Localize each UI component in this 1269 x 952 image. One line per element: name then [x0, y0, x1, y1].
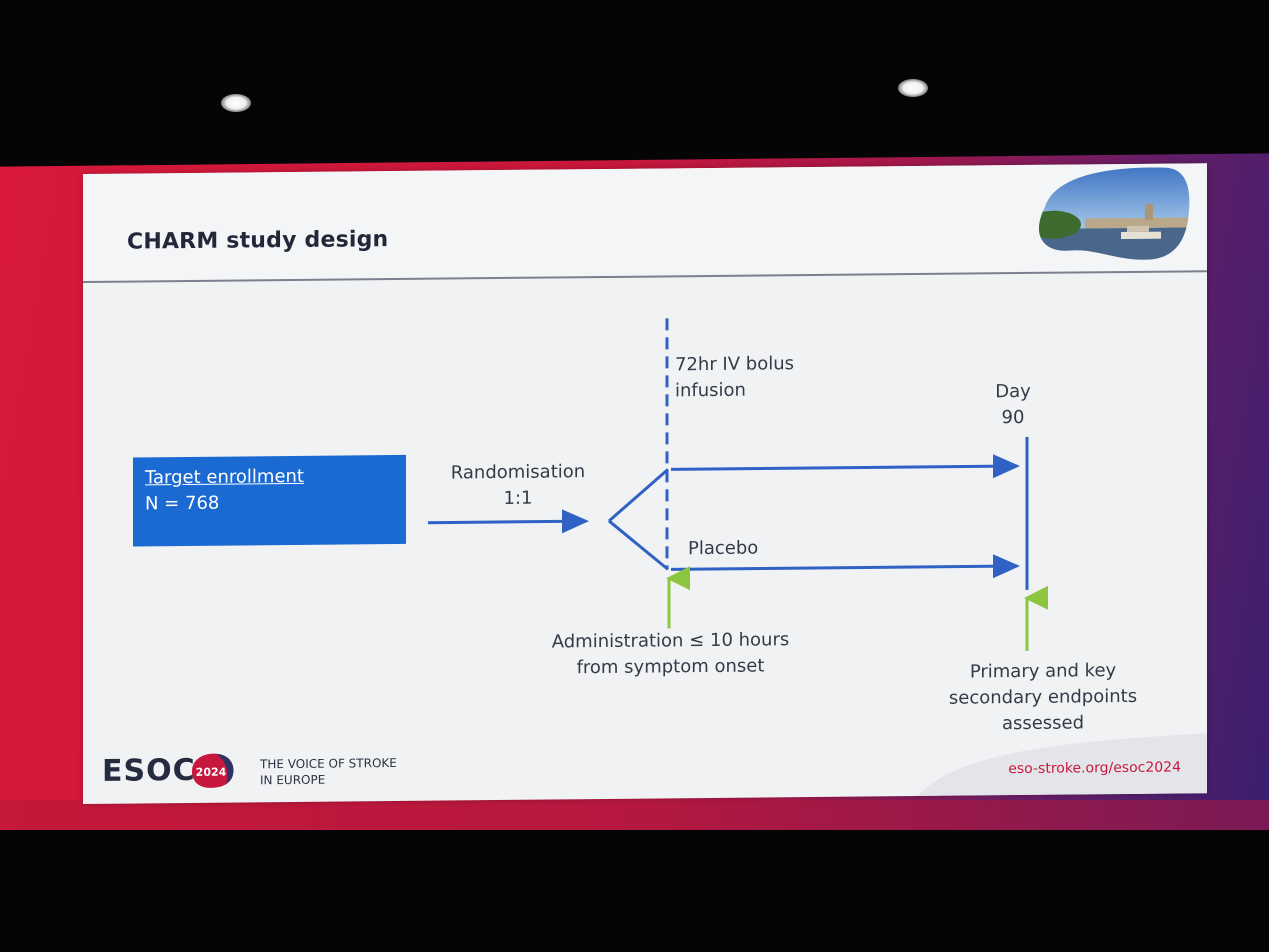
esoc-badge-year: 2024	[196, 766, 227, 779]
day-90-label: Day 90	[978, 379, 1048, 432]
placebo-label: Placebo	[688, 537, 759, 560]
day-90-label-line1: Day	[995, 380, 1031, 403]
infusion-label: 72hr IV bolus infusion	[675, 351, 794, 404]
target-enrollment-heading: Target enrollment	[145, 465, 304, 489]
treatment-arm-arrow	[671, 454, 1020, 479]
split-line-upper	[608, 468, 669, 523]
study-design-diagram	[428, 318, 1048, 651]
city-photo-image	[1039, 167, 1190, 261]
randomisation-label: Randomisation 1:1	[443, 459, 593, 512]
randomisation-label-line2: 1:1	[503, 487, 533, 509]
randomisation-arrow	[428, 509, 589, 534]
placebo-arm-arrow	[671, 554, 1020, 579]
endpoints-label-line1: Primary and key	[969, 660, 1117, 683]
infusion-label-line2: infusion	[675, 379, 746, 402]
projection-screen-band-bottom	[0, 800, 1269, 830]
administration-label-line1: Administration ≤ 10 hours	[551, 629, 790, 653]
endpoints-label-line2: secondary endpoints	[948, 685, 1138, 709]
presentation-slide: CHARM study design	[83, 163, 1207, 805]
slide-header: CHARM study design	[83, 163, 1207, 283]
day-90-label-line2: 90	[1001, 406, 1025, 429]
administration-label: Administration ≤ 10 hours from symptom o…	[523, 627, 818, 682]
footer-tagline: THE VOICE OF STROKE IN EUROPE	[260, 755, 397, 788]
randomisation-label-line1: Randomisation	[450, 461, 586, 484]
endpoints-label: Primary and key secondary endpoints asse…	[928, 658, 1158, 738]
footer-wave-decoration	[917, 733, 1207, 796]
ceiling-light-left	[221, 94, 251, 112]
ceiling-light-right	[898, 79, 928, 97]
footer-url-link[interactable]: eso-stroke.org/esoc2024	[1008, 759, 1181, 778]
esoc-2024-badge-icon: 2024	[192, 753, 234, 788]
infusion-label-line1: 72hr IV bolus	[675, 353, 795, 376]
administration-label-line2: from symptom onset	[576, 655, 765, 679]
target-enrollment-box: Target enrollment N = 768	[133, 454, 406, 547]
split-line-lower	[608, 519, 669, 571]
footer-tagline-line1: THE VOICE OF STROKE	[260, 755, 397, 772]
footer-tagline-line2: IN EUROPE	[260, 772, 326, 788]
target-enrollment-count: N = 768	[145, 492, 220, 515]
esoc-logo-wordmark: ESOC	[102, 752, 196, 789]
